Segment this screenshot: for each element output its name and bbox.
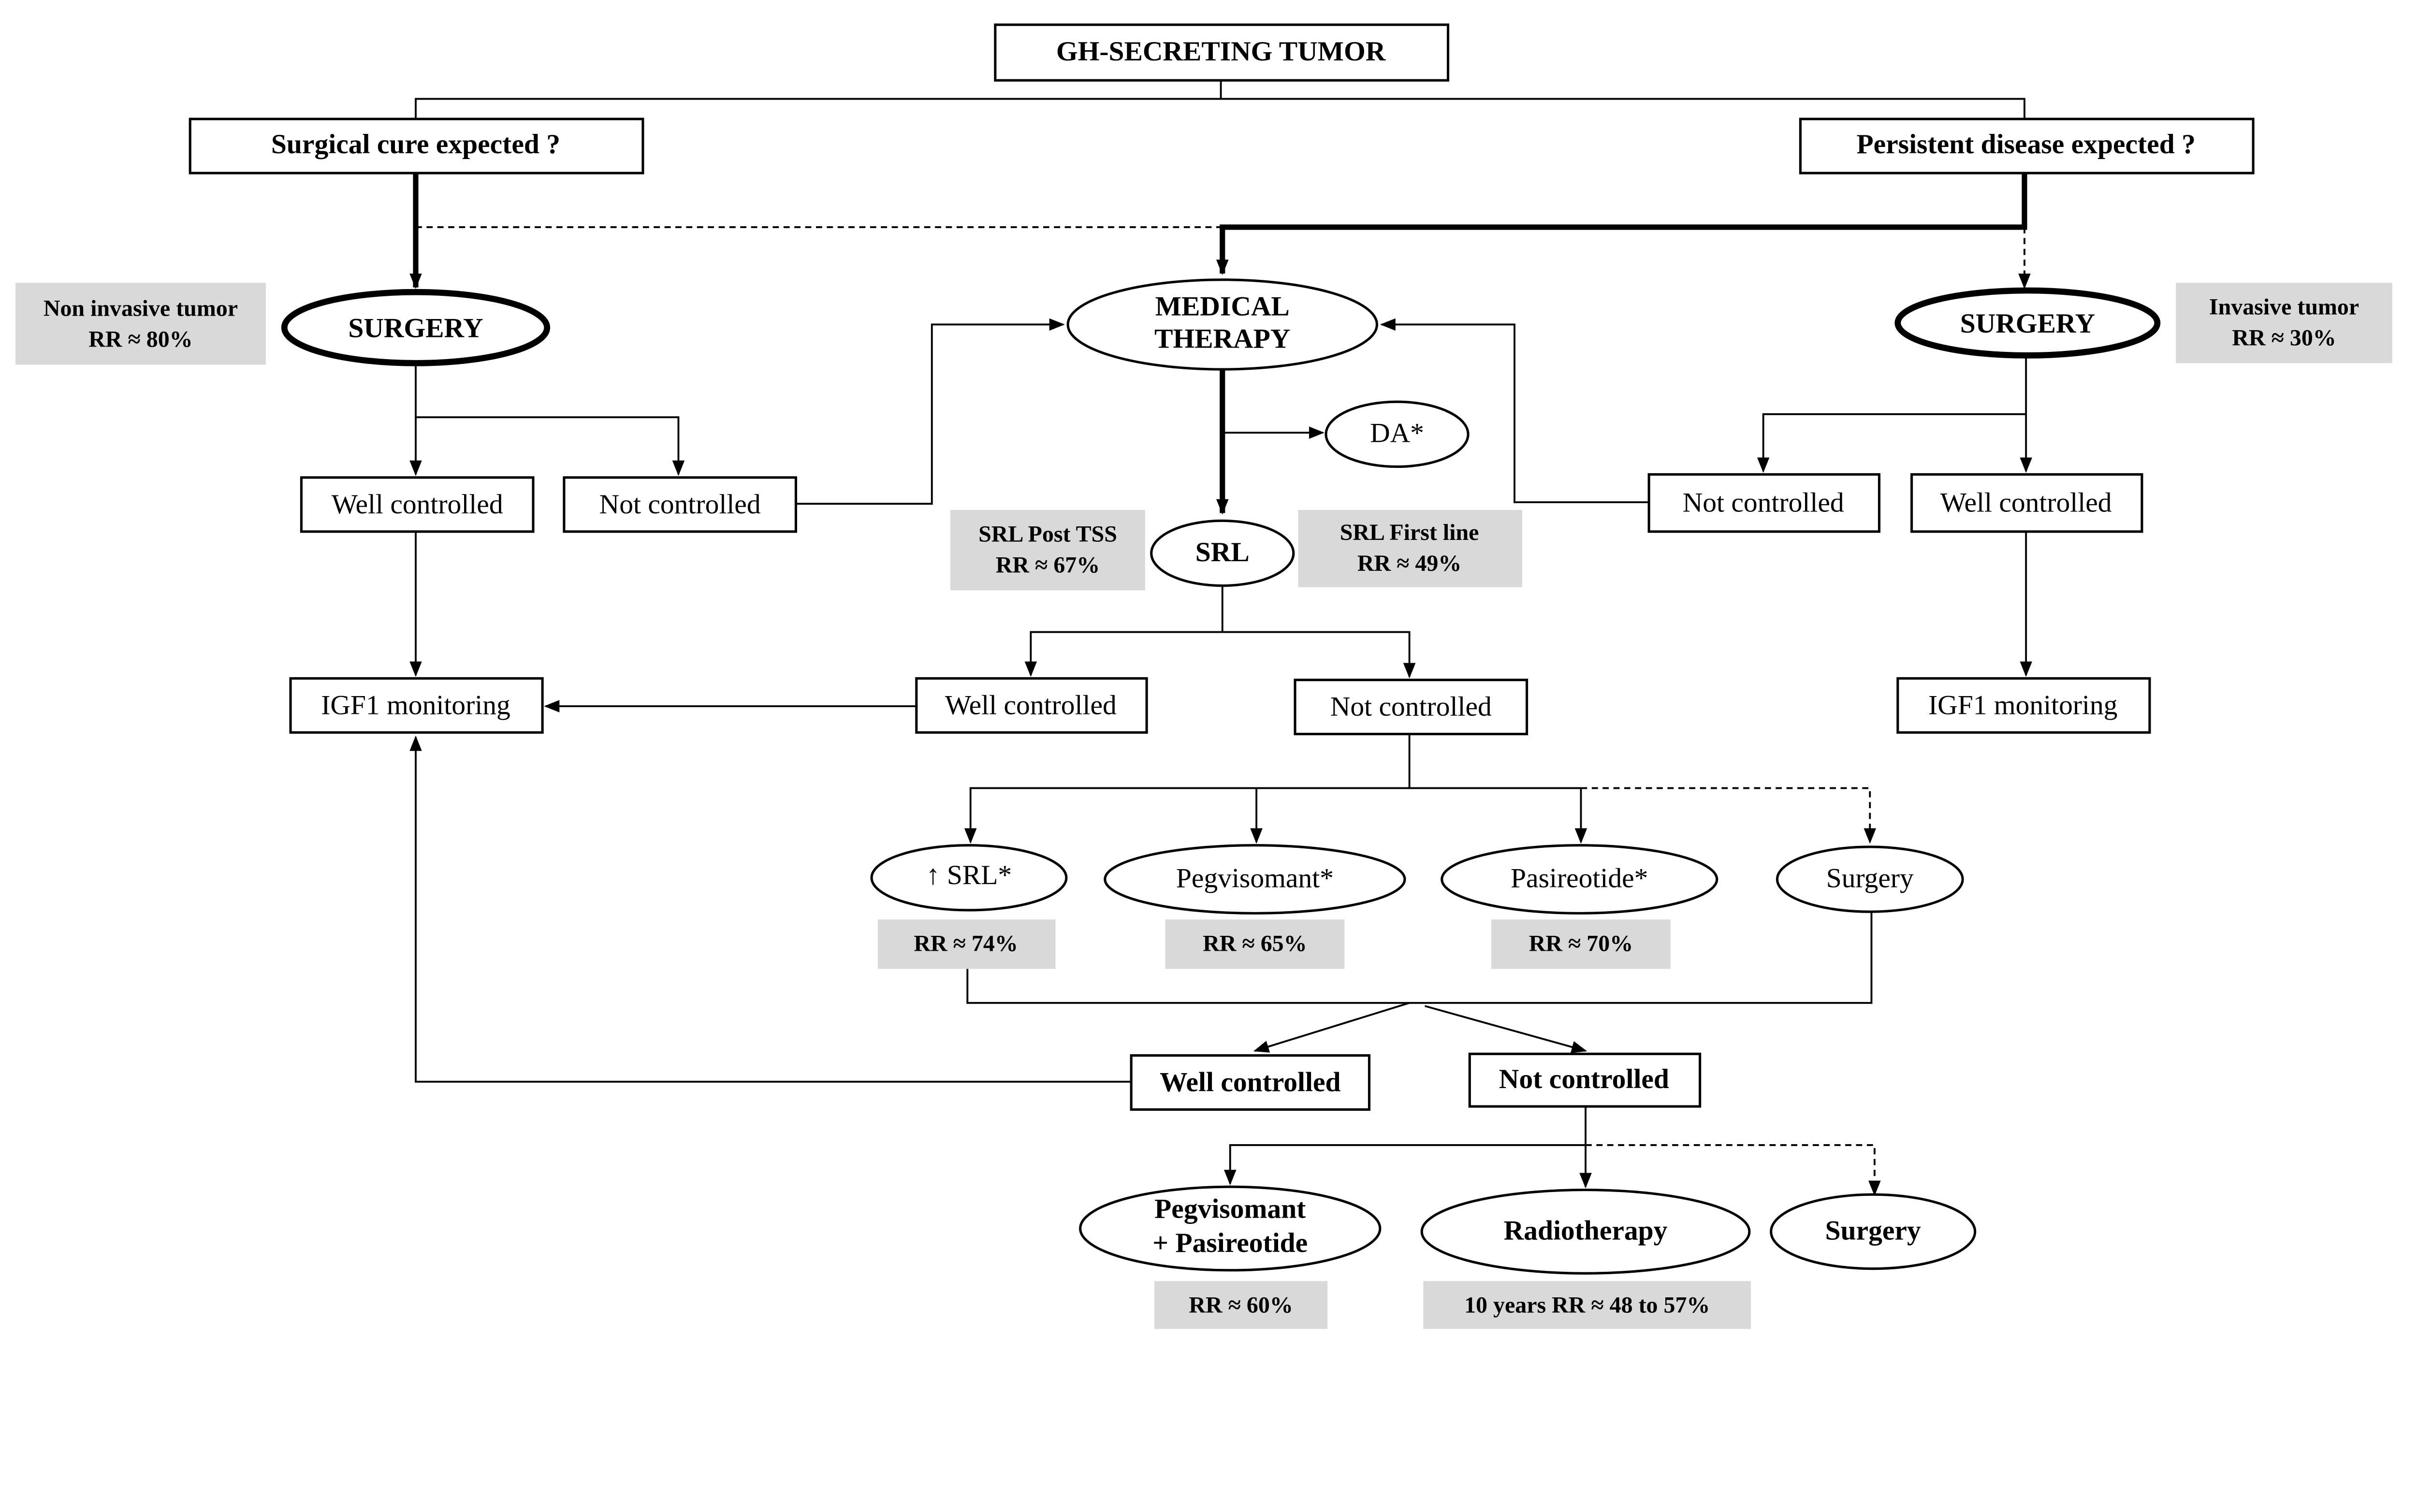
second-not-controlled: Not controlled [1468, 1052, 1702, 1108]
final-pegvisomant-pasireotide: Pegvisomant + Pasireotide [1079, 1185, 1382, 1272]
svg-text:SURGERY: SURGERY [348, 313, 483, 343]
rr-pegvisomant-note: RR ≈ 65% [1165, 919, 1345, 969]
svg-text:Well controlled: Well controlled [1940, 488, 2112, 518]
svg-text:MEDICAL: MEDICAL [1155, 291, 1290, 322]
igf1-monitoring-right: IGF1 monitoring [1896, 677, 2151, 734]
gh-tumor-flowchart: GH-SECRETING TUMOR Surgical cure expecte… [15, 23, 2392, 1329]
non-invasive-note: Non invasive tumor RR ≈ 80% [15, 283, 266, 365]
svg-text:RR ≈ 60%: RR ≈ 60% [1189, 1293, 1293, 1318]
svg-text:RR ≈ 49%: RR ≈ 49% [1357, 551, 1461, 576]
svg-text:Radiotherapy: Radiotherapy [1504, 1215, 1668, 1246]
option-increase-srl: ↑ SRL* [870, 844, 1068, 912]
svg-text:Not controlled: Not controlled [1330, 692, 1492, 722]
svg-text:+ Pasireotide: + Pasireotide [1152, 1228, 1308, 1258]
persistent-disease-question: Persistent disease expected ? [1799, 117, 2255, 174]
svg-text:Well controlled: Well controlled [945, 690, 1117, 720]
right-not-controlled: Not controlled [1647, 473, 1881, 533]
svg-text:Well controlled: Well controlled [1160, 1067, 1340, 1097]
svg-text:Surgery: Surgery [1826, 863, 1914, 893]
svg-text:RR ≈ 30%: RR ≈ 30% [2232, 325, 2336, 350]
svg-text:↑ SRL*: ↑ SRL* [926, 860, 1012, 890]
final-surgery: Surgery [1770, 1193, 1977, 1270]
final-radiotherapy: Radiotherapy [1420, 1189, 1751, 1275]
svg-text:RR ≈ 74%: RR ≈ 74% [914, 931, 1018, 957]
title-box: GH-SECRETING TUMOR [994, 23, 1450, 82]
svg-text:SURGERY: SURGERY [1960, 308, 2095, 339]
svg-text:Surgical cure expected ?: Surgical cure expected ? [271, 129, 560, 160]
left-surgery-node: SURGERY [281, 289, 551, 366]
svg-text:Not controlled: Not controlled [1683, 488, 1844, 518]
svg-text:SRL: SRL [1195, 537, 1250, 567]
second-well-controlled: Well controlled [1130, 1054, 1371, 1111]
svg-text:RR ≈ 70%: RR ≈ 70% [1529, 931, 1633, 957]
surgical-cure-question: Surgical cure expected ? [189, 117, 644, 174]
svg-text:THERAPY: THERAPY [1154, 324, 1290, 354]
svg-text:Well controlled: Well controlled [332, 489, 503, 520]
connectors [409, 80, 2032, 1196]
svg-text:SRL First line: SRL First line [1340, 520, 1479, 545]
svg-text:IGF1 monitoring: IGF1 monitoring [1928, 690, 2118, 720]
svg-text:Not controlled: Not controlled [599, 489, 761, 520]
svg-text:RR ≈ 80%: RR ≈ 80% [88, 327, 192, 352]
srl-post-tss-note: SRL Post TSS RR ≈ 67% [950, 509, 1145, 591]
option-pegvisomant: Pegvisomant* [1104, 844, 1406, 915]
left-well-controlled: Well controlled [300, 476, 535, 533]
svg-text:Non invasive tumor: Non invasive tumor [44, 296, 238, 321]
left-not-controlled: Not controlled [563, 476, 797, 533]
rr-radiotherapy-note: 10 years RR ≈ 48 to 57% [1423, 1281, 1751, 1329]
right-well-controlled: Well controlled [1910, 473, 2143, 533]
medical-therapy-node: MEDICAL THERAPY [1066, 278, 1379, 371]
svg-text:Pegvisomant: Pegvisomant [1154, 1194, 1306, 1224]
svg-text:Surgery: Surgery [1825, 1215, 1921, 1246]
right-surgery-node: SURGERY [1894, 287, 2161, 359]
svg-text:Not controlled: Not controlled [1499, 1064, 1669, 1094]
svg-text:RR ≈ 67%: RR ≈ 67% [996, 552, 1100, 578]
svg-text:DA*: DA* [1370, 418, 1424, 449]
rr-srl-note: RR ≈ 74% [877, 919, 1056, 969]
invasive-note: Invasive tumor RR ≈ 30% [2176, 283, 2392, 363]
rr-combination-note: RR ≈ 60% [1154, 1281, 1328, 1329]
srl-first-line-note: SRL First line RR ≈ 49% [1298, 509, 1522, 587]
svg-text:10 years RR ≈ 48 to 57%: 10 years RR ≈ 48 to 57% [1464, 1293, 1710, 1318]
svg-text:SRL Post TSS: SRL Post TSS [978, 521, 1117, 547]
srl-not-controlled: Not controlled [1294, 679, 1529, 736]
title: GH-SECRETING TUMOR [1056, 36, 1386, 67]
svg-text:Pegvisomant*: Pegvisomant* [1176, 863, 1334, 893]
option-surgery: Surgery [1776, 845, 1964, 913]
svg-text:Pasireotide*: Pasireotide* [1511, 863, 1648, 893]
svg-text:Invasive tumor: Invasive tumor [2209, 294, 2359, 320]
srl-well-controlled: Well controlled [915, 677, 1148, 734]
igf1-monitoring-left: IGF1 monitoring [289, 677, 544, 734]
svg-text:IGF1 monitoring: IGF1 monitoring [321, 690, 510, 720]
option-pasireotide: Pasireotide* [1441, 844, 1718, 915]
svg-text:Persistent disease expected ?: Persistent disease expected ? [1856, 129, 2195, 160]
rr-pasireotide-note: RR ≈ 70% [1491, 919, 1671, 969]
svg-text:RR ≈ 65%: RR ≈ 65% [1203, 931, 1307, 957]
srl-node: SRL [1150, 519, 1295, 587]
da-node: DA* [1325, 400, 1470, 468]
